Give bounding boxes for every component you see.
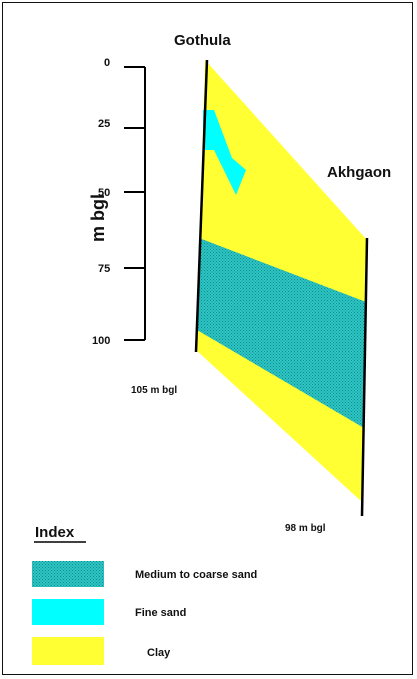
- legend-label-clay: Clay: [147, 647, 171, 659]
- depth-axis-label: m bgl: [88, 194, 108, 242]
- legend-label-medium-coarse-sand: Medium to coarse sand: [135, 569, 257, 581]
- depth-tick-label: 0: [104, 57, 110, 69]
- index-title: Index: [35, 524, 75, 541]
- depth-tick-label: 50: [98, 187, 110, 199]
- depth-tick-label: 25: [98, 118, 110, 130]
- akhgaon-well-line: [360, 237, 369, 517]
- legend-swatch-fine-sand: [32, 599, 104, 625]
- akhgaon-depth-label: 98 m bgl: [285, 523, 326, 534]
- medium-coarse-sand-layer: [197, 238, 366, 428]
- gothula-well-line: [194, 59, 209, 353]
- well-name-gothula: Gothula: [174, 32, 231, 49]
- gothula-depth-label: 105 m bgl: [131, 385, 177, 396]
- depth-tick-label: 75: [98, 263, 110, 275]
- legend-swatch-clay: [32, 637, 104, 665]
- depth-tick-label: 100: [92, 335, 110, 347]
- fine-sand-lens: [203, 110, 246, 195]
- well-name-akhgaon: Akhgaon: [327, 164, 391, 181]
- legend-label-fine-sand: Fine sand: [135, 607, 186, 619]
- legend-swatch-medium-coarse-sand: [32, 561, 104, 587]
